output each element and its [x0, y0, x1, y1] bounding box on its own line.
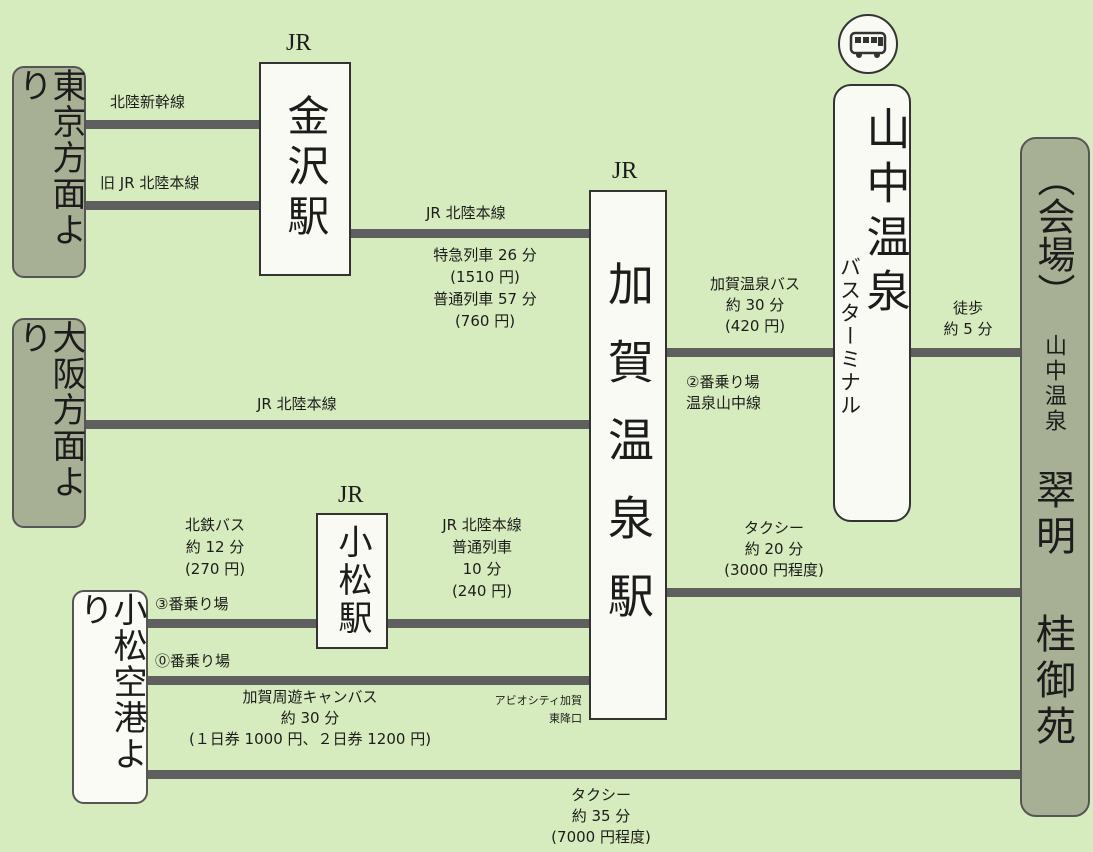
route-line-hokutetsu-bus [147, 619, 317, 628]
label-hokutetsu-bus-stop: ③番乗り場 [155, 595, 229, 613]
label-kaga-bus-name: 加賀温泉バス [709, 275, 800, 293]
label-kaga-bus-fare: (420 円) [724, 317, 786, 335]
label-local-fare: (760 円) [454, 312, 516, 330]
label-walk: 徒歩 約 5 分 [928, 298, 1008, 340]
label-kaga-bus-time: 約 30 分 [725, 296, 785, 314]
label-old-hokuriku: 旧 JR 北陸本線 [100, 174, 200, 192]
origin-komatsu-airport-label: 小松空港より [73, 592, 147, 772]
label-shinkansen: 北陸新幹線 [110, 93, 186, 111]
venue-area: 山中温泉 [1041, 334, 1066, 434]
label-airport-taxi-name: タクシー [570, 786, 631, 804]
label-kanazawa-kaga-line: JR 北陸本線 [426, 204, 506, 222]
route-line-komatsu-kaga [388, 619, 590, 628]
label-can-bus-stop: ⓪番乗り場 [155, 652, 231, 670]
label-airport-taxi-time: 約 35 分 [571, 807, 631, 825]
route-line-old-hokuriku [85, 201, 260, 210]
label-hokutetsu-bus: 北鉄バス 約 12 分 (270 円) [160, 514, 270, 580]
label-kaga-taxi-fare: (3000 円程度) [724, 561, 824, 579]
kanazawa-jr-label: JR [286, 30, 312, 56]
komatsu-station-name: 小松駅 [332, 524, 372, 638]
label-komatsu-kaga-line: JR 北陸本線 [442, 516, 522, 534]
yamanaka-bus-terminal: 山中温泉 バスターミナル [833, 84, 911, 522]
label-express: 特急列車 26 分 [433, 246, 537, 264]
venue-box: （会場） 山中温泉 翠明 桂御苑 [1020, 137, 1090, 817]
label-kaga-taxi-time: 約 20 分 [744, 540, 804, 558]
kagaonsen-station: 加賀温泉駅 [589, 190, 667, 720]
label-komatsu-kaga-time: 10 分 [462, 560, 502, 578]
label-airport-taxi-fare: (7000 円程度) [551, 828, 651, 846]
label-komatsu-kaga-type: 普通列車 [451, 538, 512, 556]
label-can-bus-destination-1: アビオシティ加賀 [494, 694, 582, 707]
route-line-walk [910, 348, 1022, 357]
komatsu-jr-label: JR [338, 482, 364, 508]
label-kaga-taxi-name: タクシー [743, 519, 804, 537]
origin-osaka: 大阪方面より [12, 318, 86, 528]
origin-tokyo-label: 東京方面より [12, 68, 86, 248]
route-line-kaga-bus [666, 348, 834, 357]
route-line-kaga-taxi [666, 588, 1022, 597]
label-osaka-line: JR 北陸本線 [257, 395, 337, 413]
bus-icon [838, 14, 898, 74]
label-airport-taxi: タクシー 約 35 分 (7000 円程度) [526, 785, 676, 848]
komatsu-station: 小松駅 [316, 513, 388, 649]
route-line-can-bus [147, 676, 590, 685]
venue-name: 翠明 桂御苑 [1029, 469, 1075, 751]
label-komatsu-kaga-fare: (240 円) [451, 582, 513, 600]
label-kaga-bus: 加賀温泉バス 約 30 分 (420 円) [680, 274, 830, 337]
label-komatsu-kaga: JR 北陸本線 普通列車 10 分 (240 円) [412, 514, 552, 602]
label-can-bus-time: 約 30 分 [280, 709, 340, 727]
label-walk-time: 約 5 分 [943, 320, 993, 338]
route-line-osaka [85, 420, 590, 429]
label-express-fare: (1510 円) [450, 268, 520, 286]
label-can-bus: 加賀周遊キャンバス 約 30 分 (１日券 1000 円、２日券 1200 円) [150, 687, 470, 750]
label-local: 普通列車 57 分 [433, 290, 537, 308]
label-walk-name: 徒歩 [952, 299, 983, 317]
label-can-bus-fare: (１日券 1000 円、２日券 1200 円) [188, 730, 432, 748]
yamanaka-terminal-name: 山中温泉 [858, 106, 910, 322]
kagaonsen-jr-label: JR [612, 158, 638, 184]
origin-osaka-label: 大阪方面より [12, 320, 86, 500]
label-kaga-bus-stop-num: ②番乗り場 [686, 373, 760, 391]
origin-tokyo: 東京方面より [12, 66, 86, 278]
label-hokutetsu-bus-time: 約 12 分 [185, 538, 245, 556]
kagaonsen-station-name: 加賀温泉駅 [601, 260, 655, 650]
label-hokutetsu-bus-name: 北鉄バス [184, 516, 245, 534]
kanazawa-station: 金沢駅 [259, 62, 351, 276]
venue-bracket: （会場） [1031, 159, 1075, 311]
route-line-kanazawa-kaga [350, 229, 590, 238]
route-line-airport-taxi [147, 770, 1022, 779]
yamanaka-terminal-subname: バスターミナル [837, 256, 862, 417]
label-kaga-taxi: タクシー 約 20 分 (3000 円程度) [694, 518, 854, 581]
label-can-bus-destination-2: 東降口 [549, 712, 582, 725]
label-can-bus-destination: アビオシティ加賀 東降口 [462, 692, 582, 728]
origin-komatsu-airport: 小松空港より [72, 590, 148, 804]
label-kaga-bus-line: 温泉山中線 [686, 394, 762, 412]
label-hokutetsu-bus-fare: (270 円) [184, 560, 246, 578]
route-line-shinkansen [85, 120, 260, 129]
label-can-bus-name: 加賀周遊キャンバス [242, 688, 378, 706]
label-kanazawa-kaga-times: 特急列車 26 分 (1510 円) 普通列車 57 分 (760 円) [400, 244, 570, 332]
kanazawa-station-name: 金沢駅 [281, 94, 330, 244]
label-kaga-bus-stop: ②番乗り場 温泉山中線 [686, 372, 761, 414]
